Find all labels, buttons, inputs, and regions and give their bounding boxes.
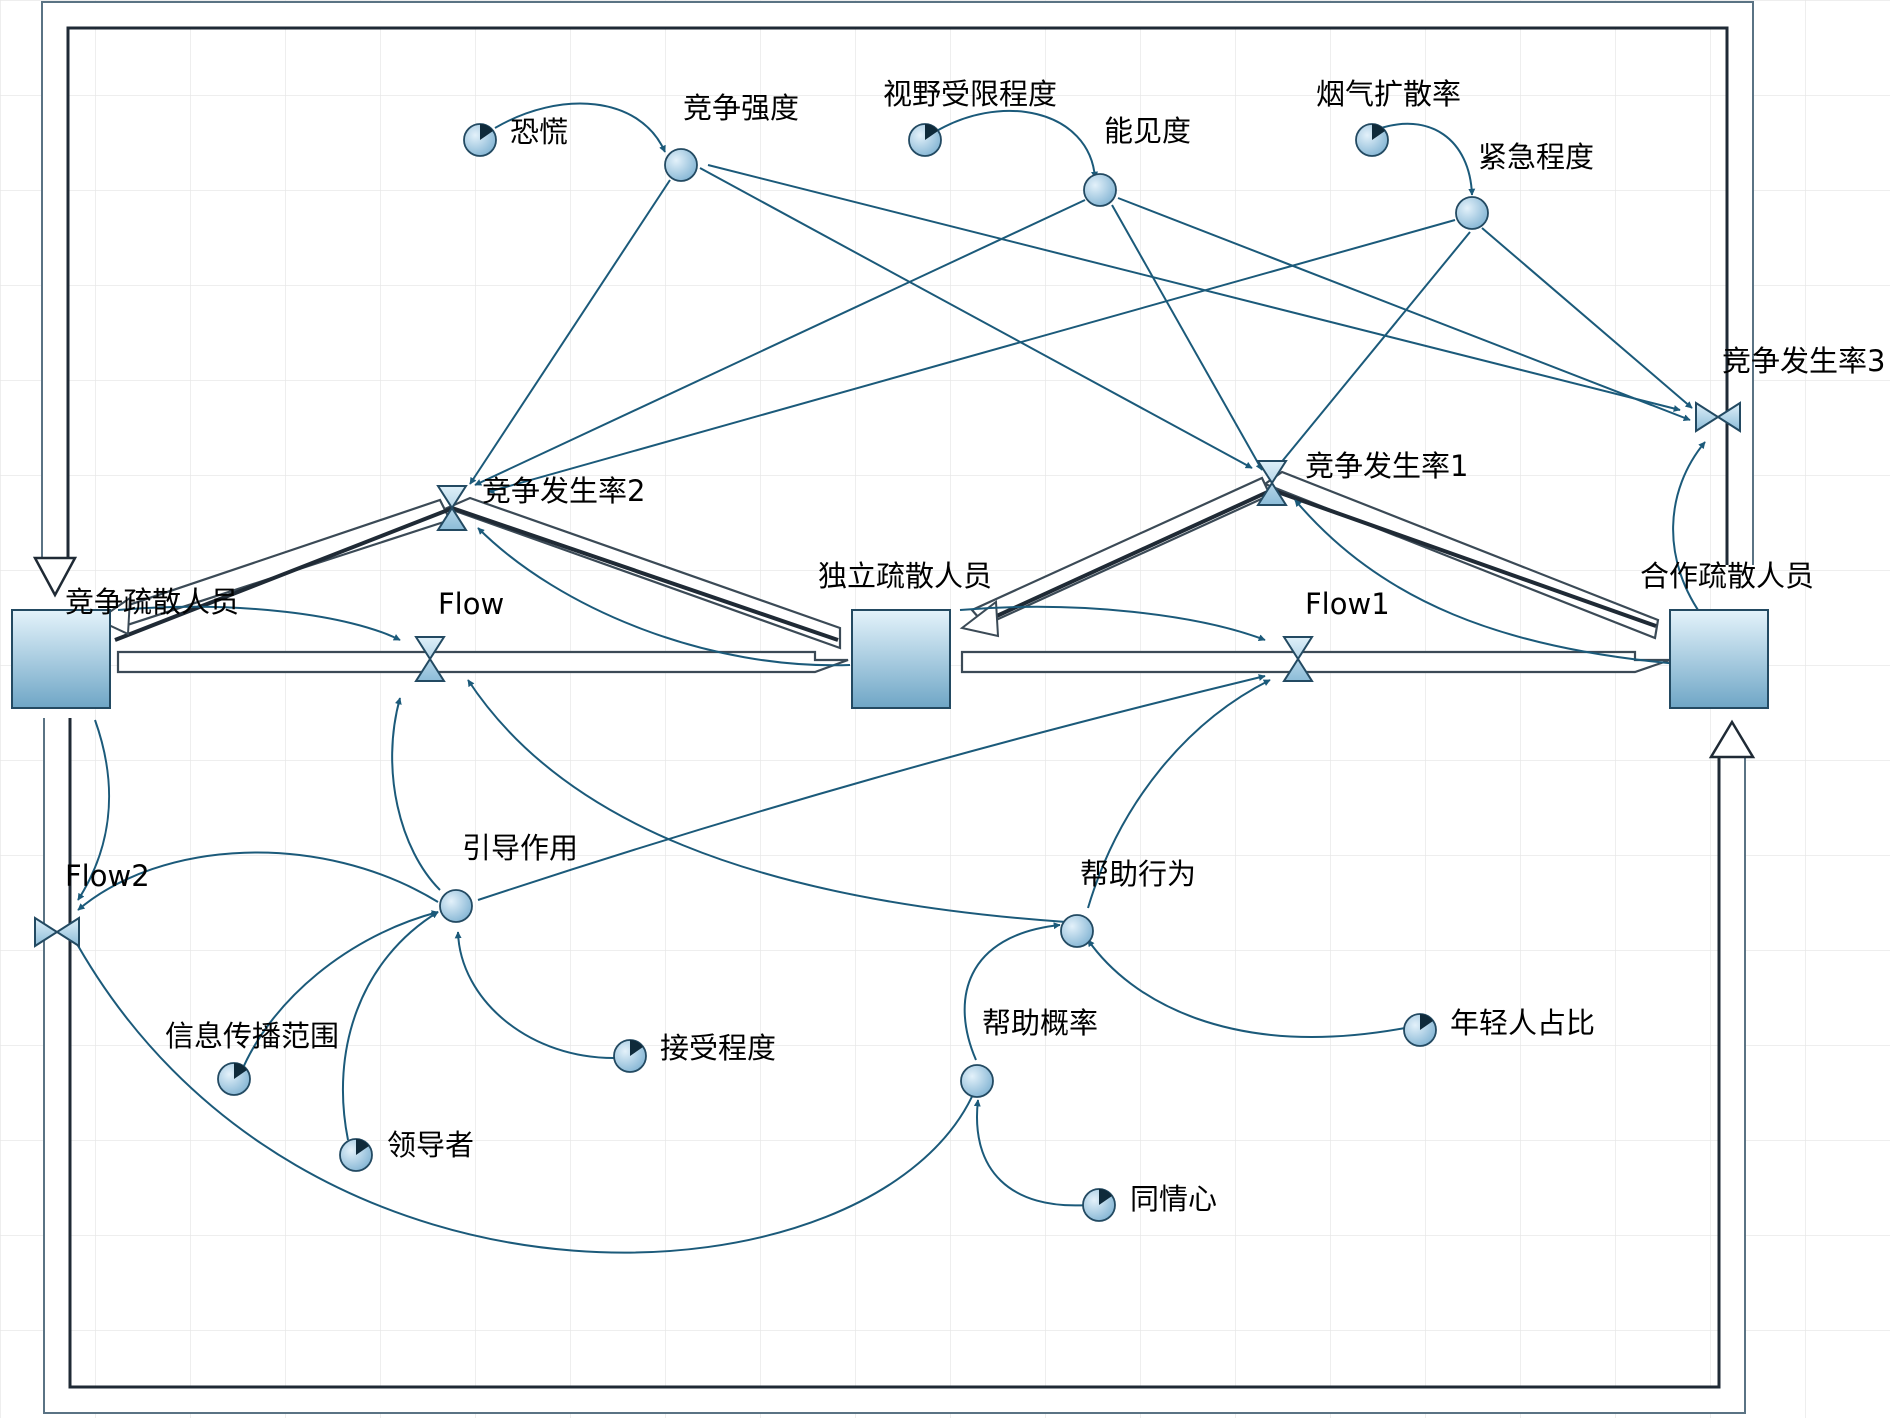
link-visibility-rate3 [1117,197,1691,421]
link-urgency-rate2 [487,219,1456,494]
link-guidance-flow [391,697,441,891]
bottom-pipe-arrowhead [1708,719,1756,759]
top-pipe-fill [42,2,1753,565]
link-cooperative-rate3 [1672,441,1706,621]
valve-rate2[interactable] [436,485,468,531]
label-rate3: 竞争发生率3 [1722,344,1885,378]
aux-node-guidance[interactable] [439,889,473,923]
const-node-sympathy[interactable] [1082,1188,1116,1222]
link-sympathy-probability [973,1099,1089,1207]
const-node-info-range[interactable] [217,1062,251,1096]
bottom-pipe-inner [68,718,1721,1389]
label-youth-ratio: 年轻人占比 [1450,1006,1595,1040]
label-panic: 恐慌 [510,115,568,149]
aux-node-competition-intensity[interactable] [664,148,698,182]
const-node-acceptance[interactable] [613,1039,647,1073]
link-intensity-rate3 [707,164,1681,412]
causal-links [71,102,1706,1254]
label-competitive-stock: 竞争疏散人员 [65,585,239,619]
link-leader-guidance [341,911,439,1141]
link-info-guidance [239,910,439,1076]
stock-independent[interactable] [851,609,951,709]
const-node-smoke-spread[interactable] [1355,123,1389,157]
stock-competitive[interactable] [11,609,111,709]
link-panic-intensity [494,102,666,153]
label-cooperative-stock: 合作疏散人员 [1640,559,1814,593]
aux-node-helping-behavior[interactable] [1060,914,1094,948]
label-leader: 领导者 [387,1128,474,1162]
valve-flow[interactable] [414,636,446,682]
link-urgency-rate1 [1274,231,1471,471]
valve-flow1[interactable] [1282,636,1314,682]
diagonal-flow-pipes [95,470,1660,650]
link-visibility-rate2 [474,199,1086,486]
link-probability-flow2 [71,934,976,1254]
aux-node-help-probability[interactable] [960,1064,994,1098]
label-vision-restriction: 视野受限程度 [883,77,1057,111]
const-node-vision-restriction[interactable] [908,123,942,157]
link-competitive-flow2 [77,719,110,901]
link-independent-flow1 [959,605,1266,642]
link-youth-helping [1087,939,1406,1038]
auxiliary-nodes [439,148,1489,1098]
link-cooperative-rate1 [1294,499,1691,666]
link-helping-flow1 [1087,679,1271,909]
link-helping-flow [467,679,1067,923]
link-probability-helping [963,922,1061,1061]
aux-node-urgency[interactable] [1455,196,1489,230]
label-help-probability: 帮助概率 [982,1006,1098,1040]
top-pipe-inner [66,26,1729,565]
top-pipe-arrowhead [32,556,78,598]
label-flow2: Flow2 [65,859,150,893]
link-intensity-rate2 [469,179,671,485]
label-competition-intensity: 竞争强度 [683,91,799,125]
label-flow1: Flow1 [1305,587,1390,621]
bottom-pipe-fill [44,718,1745,1413]
valve-rate3[interactable] [1695,401,1741,433]
label-guidance: 引导作用 [462,831,578,865]
label-acceptance: 接受程度 [660,1031,776,1065]
label-smoke-spread: 烟气扩散率 [1316,77,1461,111]
label-flow: Flow [438,587,504,621]
label-rate1: 竞争发生率1 [1305,449,1468,483]
valve-rate1[interactable] [1256,460,1288,506]
link-competitive-flow [117,605,401,641]
label-visibility: 能见度 [1104,114,1191,148]
label-helping-behavior: 帮助行为 [1080,857,1196,891]
label-info-range: 信息传播范围 [165,1019,339,1053]
flow-pipe [116,650,849,674]
const-node-youth-ratio[interactable] [1403,1013,1437,1047]
valve-flow2[interactable] [34,916,80,948]
link-guidance-flow1 [477,674,1266,901]
const-node-panic[interactable] [463,123,497,157]
link-guidance-flow2 [77,851,439,911]
label-independent-stock: 独立疏散人员 [818,559,992,593]
outer-flow-pipes [32,1,1756,1414]
link-urgency-rate3 [1481,227,1693,409]
top-pipe-outer [41,1,1754,565]
aux-node-visibility[interactable] [1083,173,1117,207]
flow1-pipe [960,650,1671,674]
labels: 竞争疏散人员 独立疏散人员 合作疏散人员 Flow Flow1 Flow2 竞争… [65,77,1885,1216]
label-sympathy: 同情心 [1130,1182,1217,1216]
label-urgency: 紧急程度 [1478,140,1594,174]
link-smoke-urgency [1374,122,1476,196]
label-rate2: 竞争发生率2 [482,474,645,508]
main-flow-pipes [116,650,1671,674]
stock-cooperative[interactable] [1669,609,1769,709]
link-vision-visibility [929,109,1099,179]
link-acceptance-guidance [454,931,619,1060]
bottom-pipe-outer [43,718,1746,1414]
link-intensity-rate1 [699,167,1253,469]
link-independent-rate2 [477,527,851,667]
link-visibility-rate1 [1111,204,1263,471]
const-node-leader[interactable] [339,1138,373,1172]
